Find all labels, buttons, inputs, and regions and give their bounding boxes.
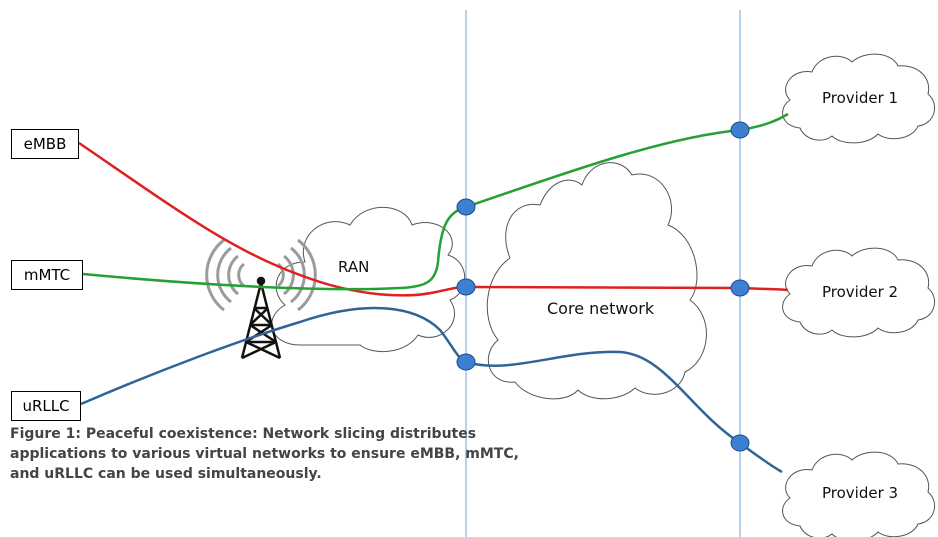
provider-2-label: Provider 2 <box>822 283 899 301</box>
figure-caption: Figure 1: Peaceful coexistence: Network … <box>10 426 519 482</box>
urllc-label: uRLLC <box>22 397 70 415</box>
provider-1-cloud <box>782 53 936 144</box>
core-network-cloud <box>486 162 707 400</box>
provider-1-label: Provider 1 <box>822 89 899 107</box>
node-core-embb <box>730 279 750 297</box>
embb-box: eMBB <box>11 129 79 159</box>
ran-label: RAN <box>338 258 370 276</box>
urllc-box: uRLLC <box>11 391 81 421</box>
node-core-urllc <box>730 434 750 452</box>
mmtc-label: mMTC <box>23 266 71 284</box>
mmtc-slice-path <box>82 112 789 291</box>
slice-nodes <box>456 121 750 452</box>
node-ran-embb <box>456 278 476 296</box>
ran-cloud <box>271 206 466 353</box>
provider-3-cloud <box>782 451 936 537</box>
radio-waves-icon <box>205 238 317 312</box>
node-ran-urllc <box>456 353 476 371</box>
node-ran-mmtc <box>456 198 476 216</box>
mmtc-box: mMTC <box>11 260 83 290</box>
provider-2-cloud <box>782 247 936 338</box>
core-network-label: Core network <box>547 299 655 318</box>
embb-label: eMBB <box>23 135 67 153</box>
node-core-mmtc <box>730 121 750 139</box>
provider-3-label: Provider 3 <box>822 484 899 502</box>
